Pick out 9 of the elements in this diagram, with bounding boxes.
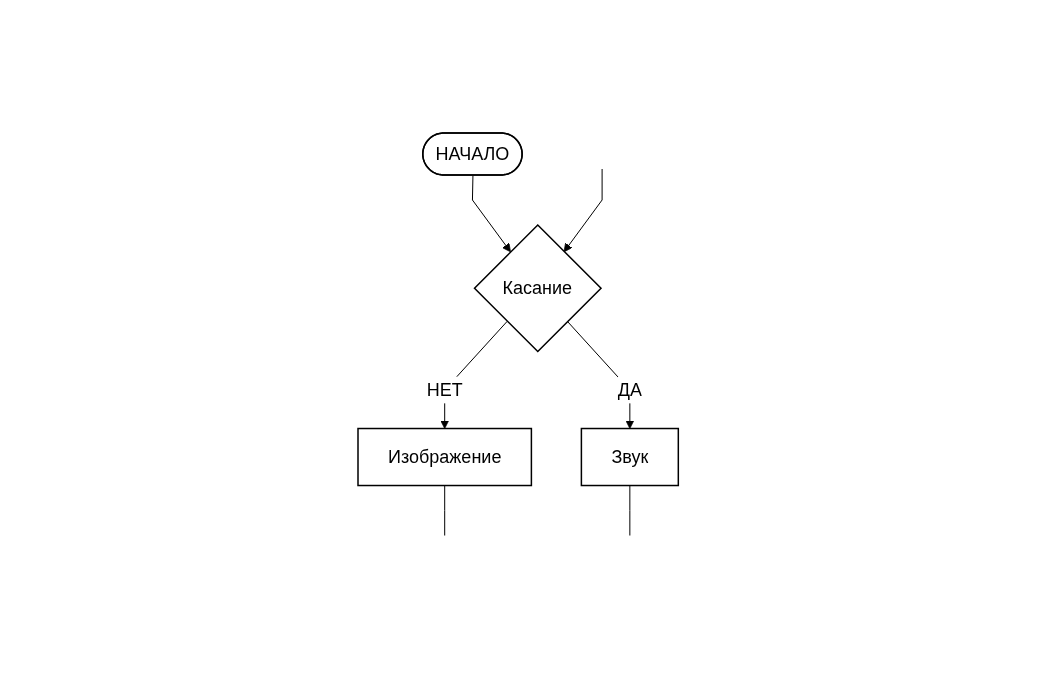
node-diamond: Касание bbox=[473, 223, 603, 353]
arrow bbox=[472, 174, 512, 252]
edge-label: НЕТ bbox=[427, 379, 464, 400]
node-box: Звук bbox=[581, 427, 680, 486]
edge-label: ДА bbox=[618, 379, 643, 400]
connector bbox=[629, 484, 631, 536]
node-box: Изображение bbox=[357, 427, 533, 486]
arrow bbox=[564, 168, 603, 252]
connector bbox=[444, 484, 446, 536]
